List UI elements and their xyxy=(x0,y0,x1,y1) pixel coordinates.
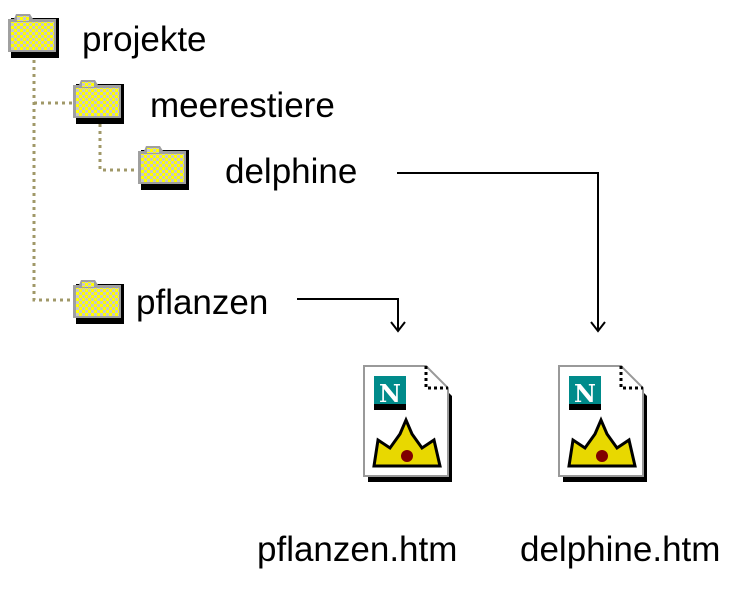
tree-line-delphine xyxy=(98,124,138,172)
folder-label-pflanzen[interactable]: pflanzen xyxy=(136,283,269,322)
arrow-delphine xyxy=(397,172,599,330)
netscape-html-file-icon[interactable]: N xyxy=(362,364,454,482)
folder-icon[interactable] xyxy=(73,80,127,124)
file-label-pflanzen[interactable]: pflanzen.htm xyxy=(257,530,458,569)
folder-icon[interactable] xyxy=(138,146,192,190)
arrowhead-delphine xyxy=(590,321,606,333)
folder-label-meerestiere[interactable]: meerestiere xyxy=(150,86,335,125)
folder-icon[interactable] xyxy=(73,280,127,324)
svg-text:N: N xyxy=(574,379,596,408)
arrow-pflanzen xyxy=(297,298,399,330)
folder-icon[interactable] xyxy=(8,14,62,58)
folder-label-delphine[interactable]: delphine xyxy=(225,152,358,191)
folder-label-projekte[interactable]: projekte xyxy=(82,20,207,59)
arrowhead-pflanzen xyxy=(390,321,406,333)
file-label-delphine[interactable]: delphine.htm xyxy=(520,530,721,569)
svg-text:N: N xyxy=(379,379,401,408)
netscape-html-file-icon[interactable]: N xyxy=(557,364,649,482)
tree-line-root xyxy=(32,60,72,302)
